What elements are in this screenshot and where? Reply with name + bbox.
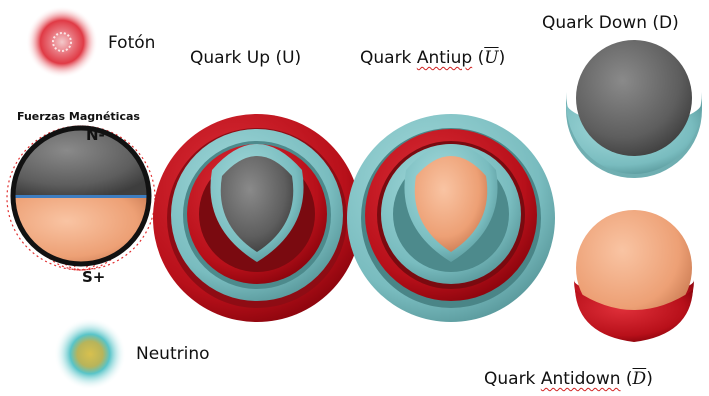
quark-antiup-label: Quark Antiup (U) [360,48,506,68]
quark-up-sphere [153,114,361,322]
quark-antidown-word1: Quark [484,369,536,389]
quark-antidown-sphere [574,210,694,342]
north-pole-label: N- [86,126,105,144]
photon-label: Fotón [108,33,156,53]
quark-antidown-word2: Antidown [540,369,621,389]
neutrino-label: Neutrino [136,344,210,364]
quark-down-label: Quark Down (D) [542,13,679,33]
quark-down-sphere [566,40,702,178]
quark-antiup-sphere [347,114,555,322]
quark-antidown-symbol: D [632,369,647,389]
magnetic-sphere [10,125,152,267]
quark-antidown-label: Quark Antidown (D) [484,369,653,389]
quark-antiup-word1: Quark [360,48,412,68]
quark-antiup-symbol: U [484,48,499,68]
quark-antiup-word2: Antiup [416,48,473,68]
south-pole-label: S+ [82,268,106,286]
magnetic-forces-title: Fuerzas Magnéticas [17,110,140,123]
photon-glow [26,6,98,78]
quark-up-label: Quark Up (U) [190,48,302,68]
neutrino-glow [54,318,126,390]
